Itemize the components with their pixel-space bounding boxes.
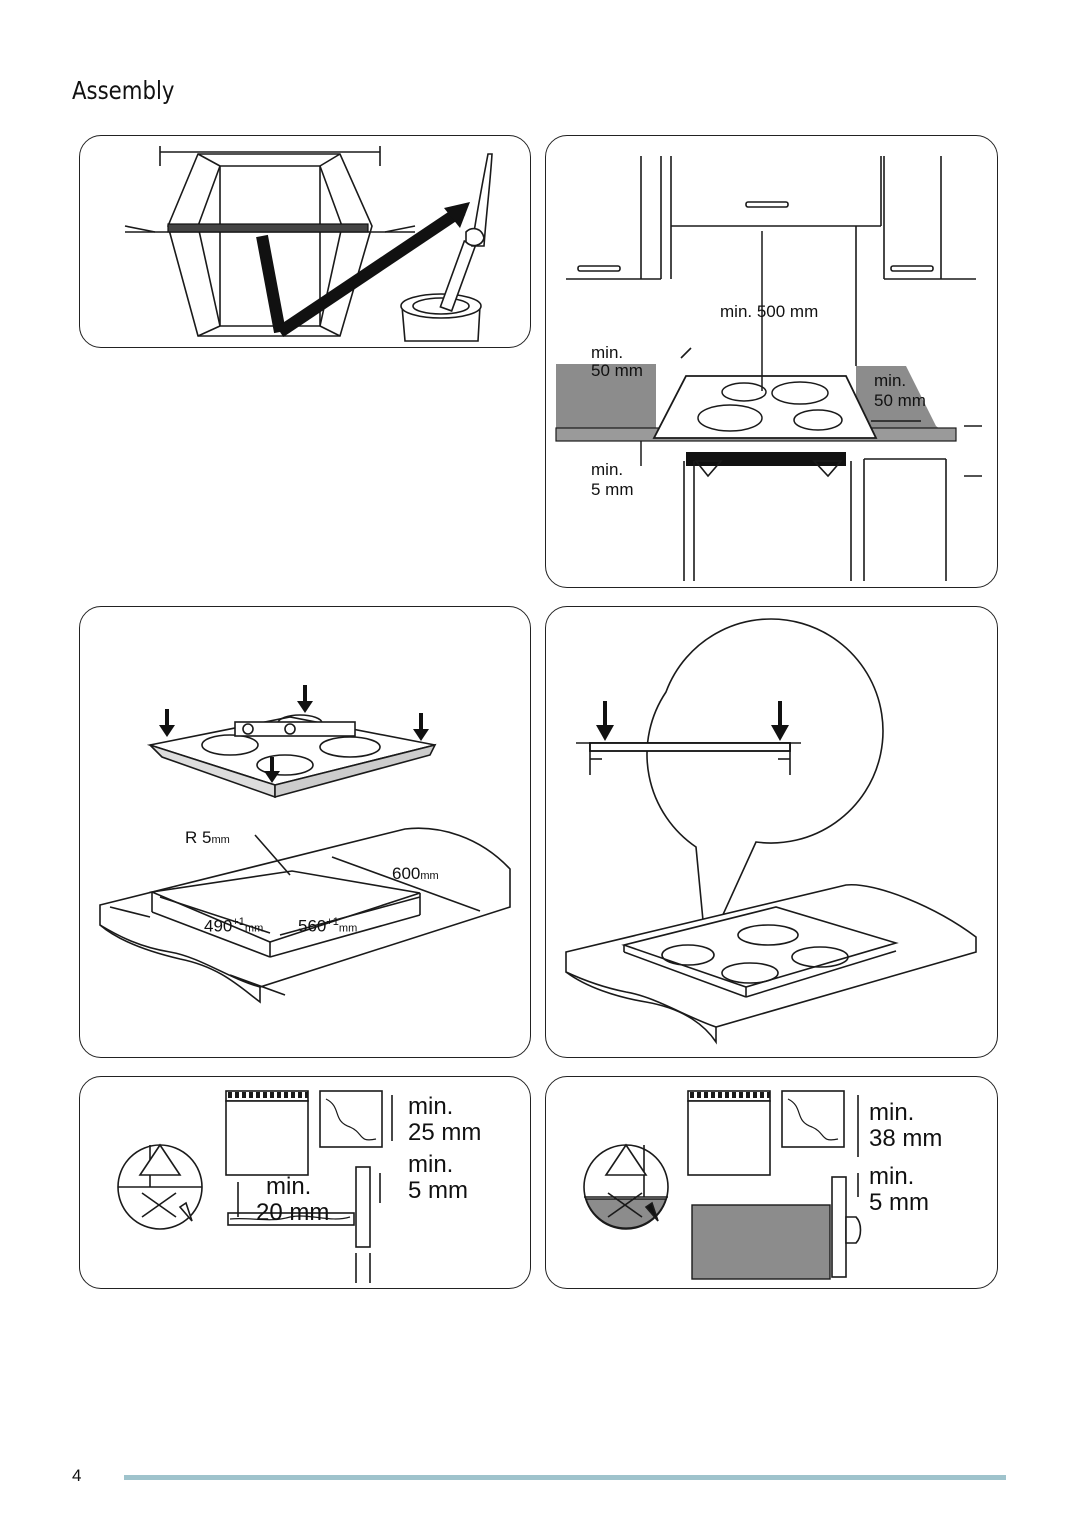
- drawer-a-min: min.: [408, 1093, 454, 1120]
- cutout-radius: R 5: [185, 828, 212, 847]
- panel-cutout: R 5mm 600mm 490+1mm 560+1mm: [79, 606, 531, 1058]
- clearance-right-value: 50 mm: [874, 391, 926, 410]
- oven-b-min: min.: [869, 1163, 915, 1190]
- oven-b-value: 5 mm: [869, 1189, 929, 1216]
- panel-oven: min. 38 mm min. 5 mm: [545, 1076, 998, 1289]
- panel-drawer: min. 25 mm min. 5 mm min. 20 mm: [79, 1076, 531, 1289]
- cutout-radius-label: R 5mm: [185, 829, 230, 846]
- cutout-radius-unit: mm: [211, 834, 230, 846]
- footer-rule: [124, 1475, 1006, 1480]
- cutout-width-a: 490: [204, 916, 233, 936]
- clearance-left-min: min.: [591, 343, 624, 362]
- clearances-illustration: [555, 156, 982, 581]
- cutout-depth-unit: mm: [420, 870, 439, 882]
- cutout-depth: 600: [392, 864, 421, 883]
- oven-a-min: min.: [869, 1099, 915, 1126]
- oven-a-value: 38 mm: [869, 1125, 943, 1152]
- cutout-width-a-tolerance: +1: [232, 916, 245, 928]
- cutout-width-a-unit: mm: [244, 922, 264, 935]
- clearance-bottom-value: 5 mm: [591, 480, 634, 499]
- panel-sealing: [79, 135, 531, 348]
- cutout-width-b-tolerance: +1: [326, 916, 339, 928]
- sealing-illustration: [124, 146, 493, 342]
- cutout-width-b-label: 560+1mm: [298, 917, 357, 935]
- clearance-left-value: 50 mm: [591, 361, 643, 380]
- drawer-b-value: 5 mm: [408, 1177, 468, 1204]
- clearance-bottom-min: min.: [591, 460, 624, 479]
- oven-illustration: [583, 1090, 862, 1280]
- panel-install: [545, 606, 998, 1058]
- drawer-c-value: 20 mm: [256, 1199, 330, 1226]
- clearance-top-label: min. 500 mm: [720, 302, 819, 321]
- page-title: Assembly: [72, 76, 175, 105]
- cutout-width-a-label: 490+1mm: [204, 917, 263, 935]
- cutout-depth-label: 600mm: [392, 865, 439, 882]
- drawer-a-value: 25 mm: [408, 1119, 482, 1146]
- drawer-illustration: [117, 1090, 393, 1283]
- clearance-right-min: min.: [874, 371, 907, 390]
- cutout-illustration: [99, 685, 511, 1004]
- install-illustration: [565, 618, 977, 1045]
- drawer-b-min: min.: [408, 1151, 454, 1178]
- cutout-width-b: 560: [298, 916, 327, 936]
- panel-clearances: min. 500 mm min. 50 mm min. 50 mm min. 5…: [545, 135, 998, 588]
- drawer-c-min: min.: [266, 1173, 312, 1200]
- page-number: 4: [72, 1466, 82, 1485]
- cutout-width-b-unit: mm: [338, 922, 358, 935]
